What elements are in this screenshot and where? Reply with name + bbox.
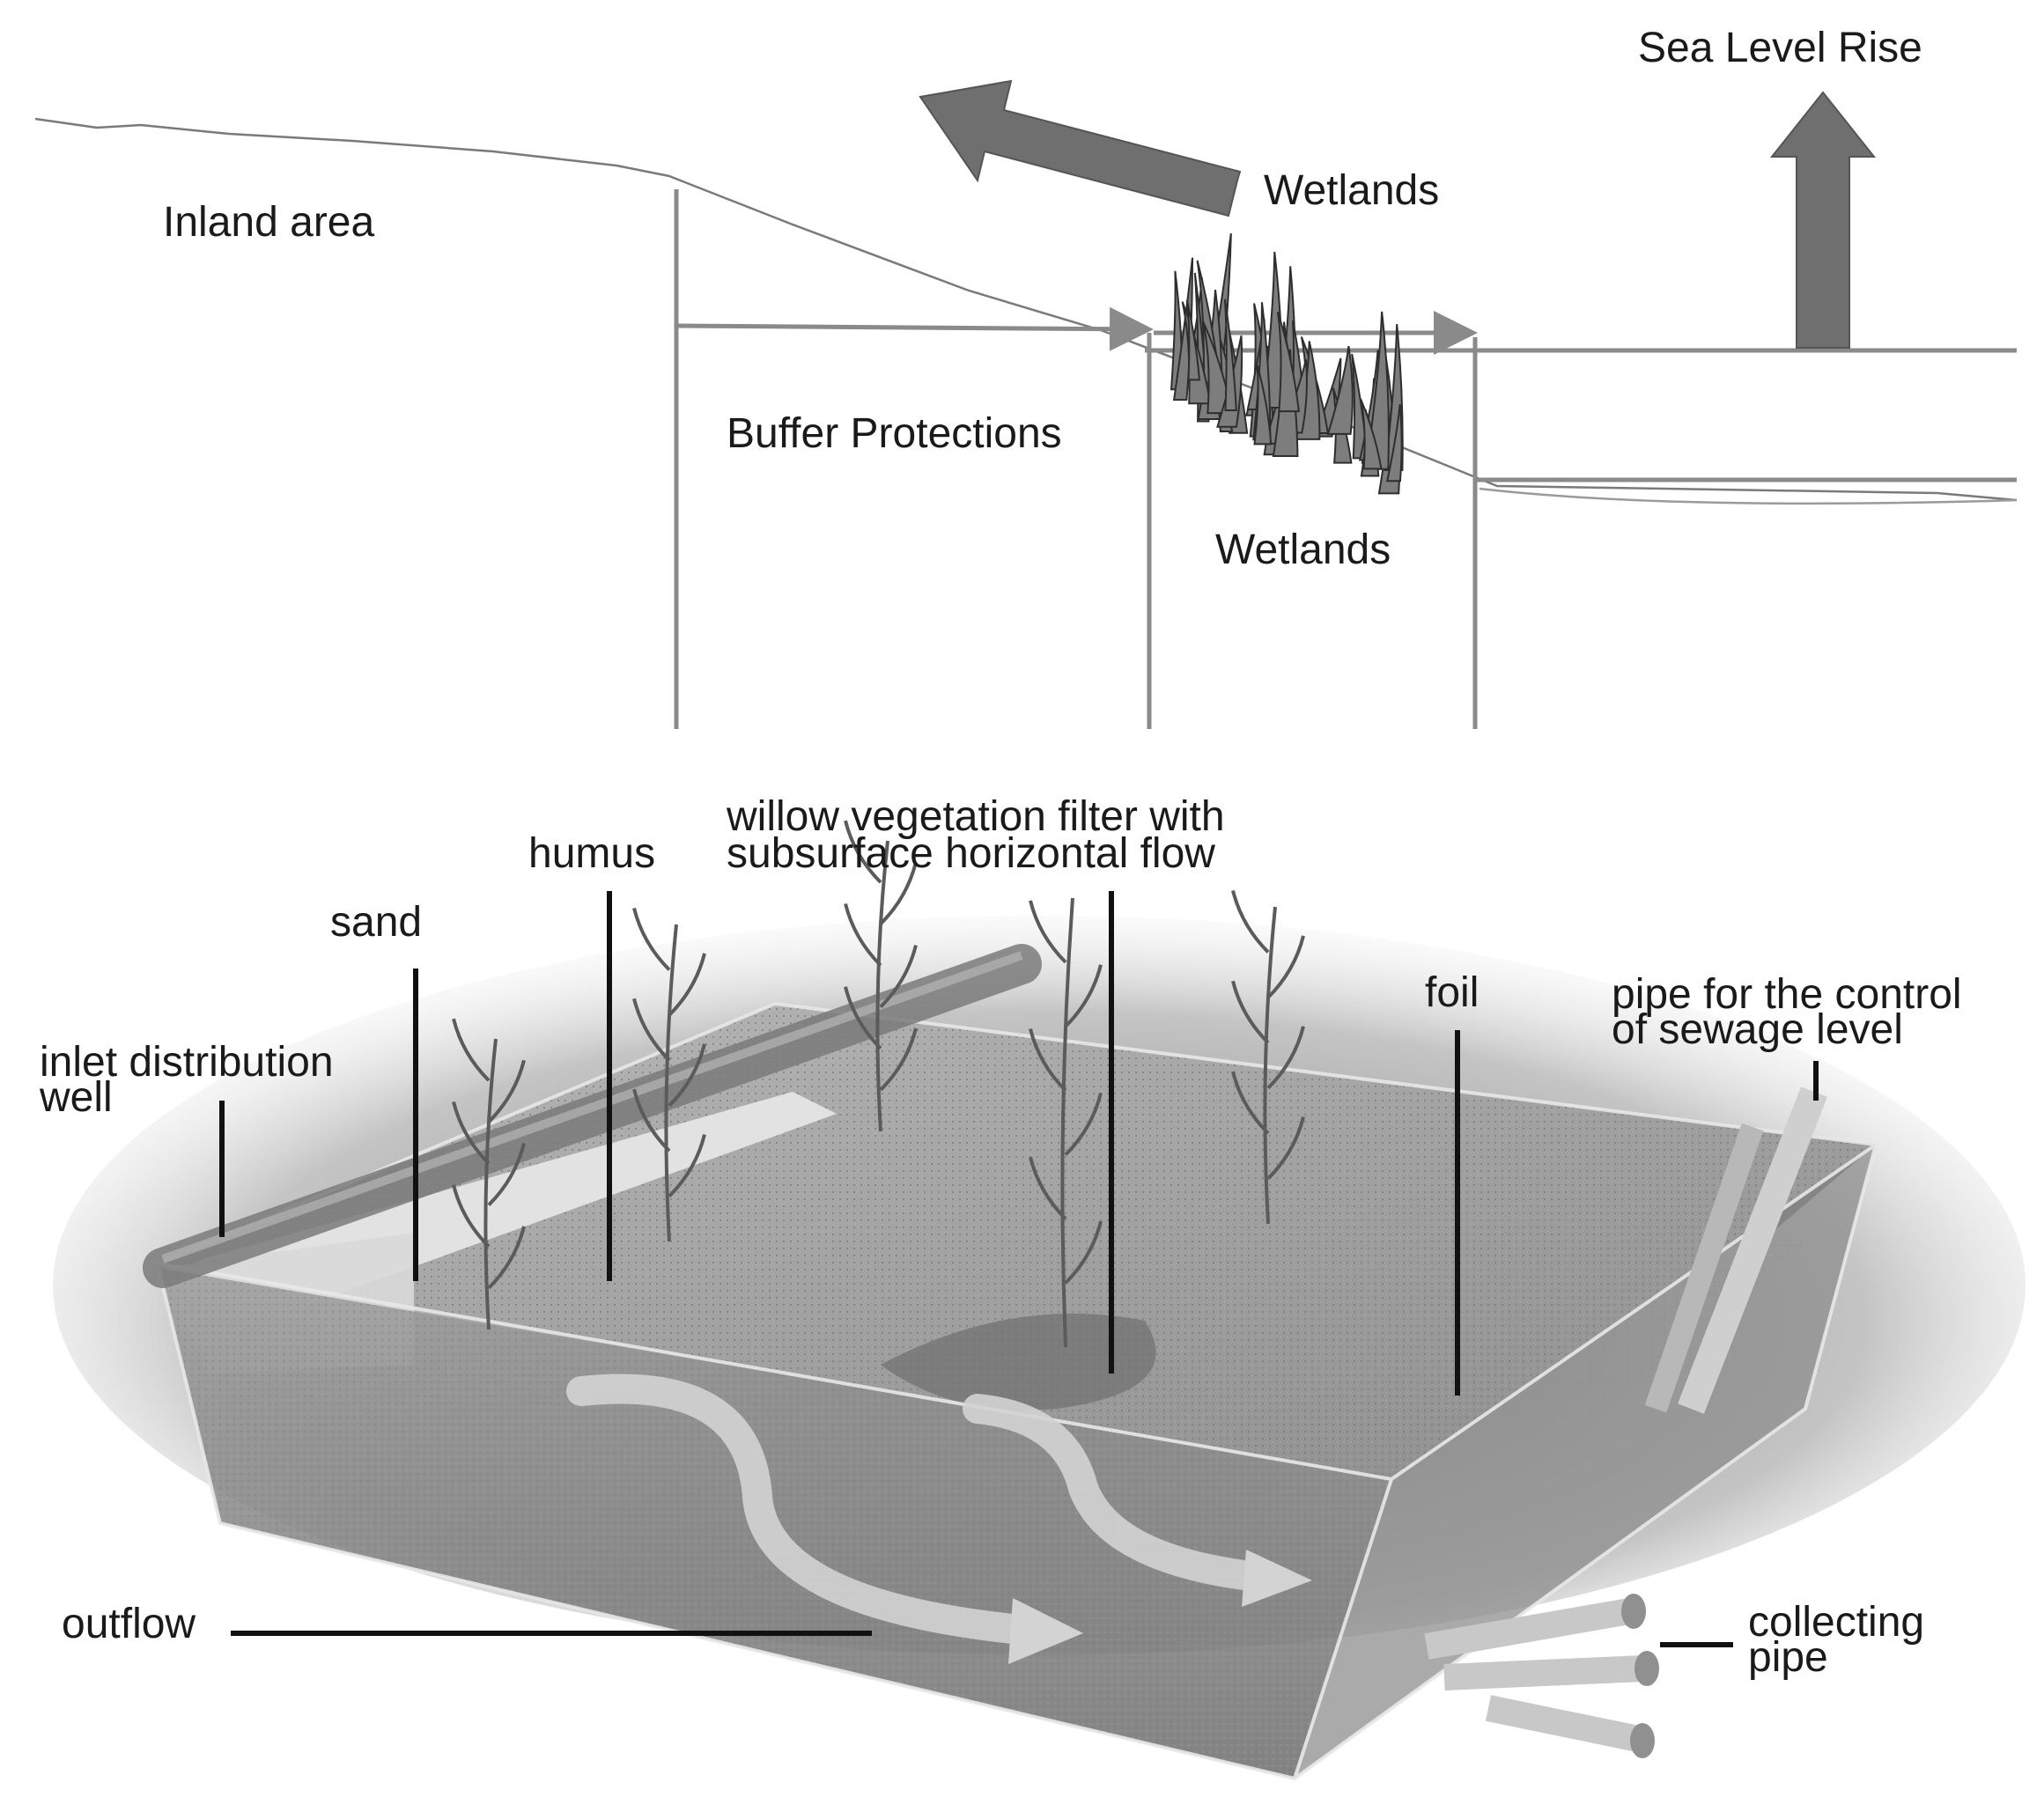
label-foil: foil — [1425, 969, 1479, 1016]
leader-lines — [219, 891, 1819, 1647]
willow-leaf — [1266, 1026, 1305, 1090]
sea-line-lower — [1479, 487, 2018, 505]
willow-leaf — [1231, 1071, 1270, 1135]
top-diagram: Inland area Sea Level Rise Wetlands Buff… — [34, 25, 2018, 729]
flow-arrows — [566, 1374, 1266, 1644]
willow-leaf — [632, 1088, 671, 1153]
terrain-profile — [34, 117, 2018, 502]
bottom-diagram: humus willow vegetation filter with subs… — [39, 793, 2026, 1781]
label-pipe-control-line2: of sewage level — [1612, 1006, 1903, 1053]
willow-stem — [875, 840, 889, 1132]
willow-leaf — [632, 907, 671, 971]
willow-stem — [483, 1038, 498, 1330]
label-buffer-protections: Buffer Protections — [727, 410, 1062, 457]
willow-leaf — [844, 902, 882, 967]
collecting-pipes — [1424, 1594, 1659, 1758]
label-inland-area: Inland area — [163, 199, 374, 246]
willow-leaf — [668, 1043, 706, 1108]
label-willow-line2: subsurface horizontal flow — [727, 830, 1215, 877]
label-sea-level-rise: Sea Level Rise — [1638, 25, 1922, 71]
landward-migration-arrow — [919, 79, 1242, 217]
willow-leaf — [668, 953, 706, 1017]
willow-leaf — [452, 1101, 491, 1165]
reed-blade — [1185, 299, 1201, 381]
willow-leaf — [844, 820, 882, 884]
willow-leaf — [1266, 1116, 1305, 1180]
label-willow-line1: willow vegetation filter with — [726, 793, 1225, 840]
willow-leaf — [879, 1028, 918, 1092]
control-pipe-1 — [1644, 1123, 1764, 1413]
label-collecting-line1: collecting — [1748, 1599, 1924, 1646]
willow-plants — [452, 820, 1305, 1348]
label-inlet-line2: well — [39, 1074, 113, 1121]
flow-arrowhead-1 — [1008, 1598, 1083, 1664]
willow-leaf — [1231, 980, 1270, 1044]
label-humus: humus — [528, 830, 655, 877]
willow-leaf — [487, 1059, 526, 1123]
willow-leaf — [487, 1143, 526, 1206]
willow-leaf — [1231, 889, 1270, 954]
control-pipe-2 — [1678, 1086, 1827, 1414]
willow-leaf — [452, 1184, 491, 1249]
label-pipe-control-line1: pipe for the control — [1612, 971, 1962, 1018]
label-collecting-line2: pipe — [1748, 1634, 1828, 1681]
willow-leaf — [487, 1226, 526, 1290]
label-sand: sand — [330, 899, 422, 946]
willow-leaf — [668, 1134, 706, 1197]
willow-leaf — [632, 998, 671, 1062]
willow-stem — [664, 924, 678, 1242]
reed-blade — [1276, 312, 1300, 413]
reed-blade — [1223, 298, 1237, 412]
willow-leaf — [1064, 1220, 1103, 1285]
reed-blade — [1360, 398, 1383, 470]
label-wetlands-upper: Wetlands — [1264, 167, 1439, 214]
label-inlet-line1: inlet distribution — [40, 1039, 334, 1086]
label-wetlands-lower: Wetlands — [1215, 527, 1391, 573]
willow-leaf — [844, 986, 882, 1050]
humus-patch — [881, 1313, 1156, 1411]
buffer-arrow — [675, 306, 1154, 351]
sea-level-rise-arrow — [1769, 91, 1877, 349]
willow-leaf — [1064, 964, 1103, 1028]
willow-leaf — [879, 861, 918, 925]
reed-blade — [1253, 365, 1273, 446]
willow-leaf — [1029, 1156, 1067, 1220]
willow-stem — [1060, 897, 1074, 1348]
flow-arrowhead-2 — [1242, 1550, 1312, 1607]
label-outflow: outflow — [62, 1601, 196, 1647]
willow-leaf — [1029, 1028, 1067, 1092]
willow-stem — [1263, 906, 1277, 1225]
reed-blade — [1386, 404, 1403, 482]
willow-leaf — [879, 945, 918, 1008]
reed-blade — [1326, 346, 1354, 435]
willow-leaf — [1064, 1092, 1103, 1156]
willow-leaf — [452, 1018, 491, 1082]
wetland-reeds — [1170, 232, 1404, 495]
willow-leaf — [1266, 935, 1305, 999]
willow-leaf — [1029, 900, 1067, 964]
